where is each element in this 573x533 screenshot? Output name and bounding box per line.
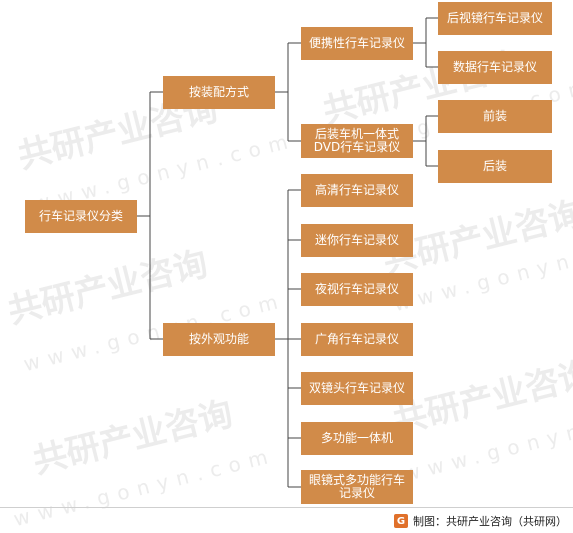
footer-divider	[0, 507, 573, 508]
node-rearview-mirror: 后视镜行车记录仪	[438, 2, 552, 35]
node-by-assembly: 按装配方式	[163, 76, 275, 109]
node-rear-install: 后装	[438, 150, 552, 183]
node-multi-function: 多功能一体机	[301, 422, 413, 455]
node-night-vision: 夜视行车记录仪	[301, 273, 413, 306]
node-data-recorder: 数据行车记录仪	[438, 51, 552, 84]
node-by-appearance: 按外观功能	[163, 323, 275, 356]
footer-credit-text: 制图：共研产业咨询（共研网）	[413, 515, 567, 528]
brand-logo-icon: G	[394, 514, 408, 528]
node-aftermarket-dvd: 后装车机一体式DVD行车记录仪	[301, 124, 413, 158]
footer-credit: G 制图：共研产业咨询（共研网）	[394, 512, 567, 530]
node-front-install: 前装	[438, 100, 552, 133]
node-wide-angle: 广角行车记录仪	[301, 323, 413, 356]
node-glasses-style: 眼镜式多功能行车记录仪	[301, 470, 413, 504]
node-dual-lens: 双镜头行车记录仪	[301, 372, 413, 405]
node-mini-recorder: 迷你行车记录仪	[301, 224, 413, 257]
node-hd-recorder: 高清行车记录仪	[301, 174, 413, 207]
node-portable: 便携性行车记录仪	[301, 27, 413, 60]
node-root: 行车记录仪分类	[25, 200, 137, 233]
